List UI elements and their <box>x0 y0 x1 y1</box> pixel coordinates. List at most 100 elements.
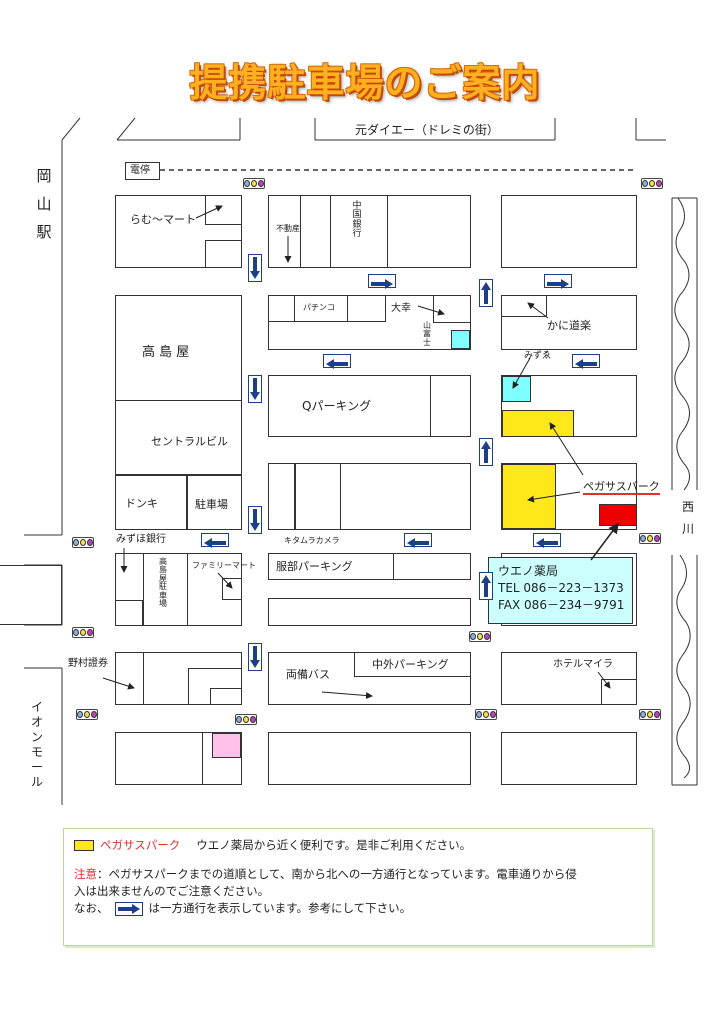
hotel-maira-label: ホテルマイラ <box>553 659 613 670</box>
one-way-arrow-icon <box>572 354 600 369</box>
caution-label: 注意 <box>74 867 97 881</box>
one-way-arrow-icon <box>114 901 143 916</box>
caution-line: 注意：ペガサスパークまでの道順として、南から北への一方通行となっています。電車通… <box>74 866 642 883</box>
fudosan-label: 不動産 <box>276 224 300 233</box>
sub-block <box>210 688 242 705</box>
sub-block <box>205 240 242 268</box>
chushajo-label: 駐車場 <box>195 498 228 511</box>
oneway-post: は一方通行を表示しています。参考にして下さい。 <box>148 901 412 915</box>
sub-block <box>115 475 187 530</box>
pharmacy-tel: TEL 086－223－1373 <box>498 581 624 595</box>
one-way-arrow-icon <box>404 533 432 548</box>
nishigawa-label: 西川 <box>681 496 695 540</box>
donki-label: ドンキ <box>125 497 158 510</box>
traffic-signal-icon <box>641 178 663 189</box>
one-way-arrow-icon <box>479 438 493 466</box>
traffic-signal-icon <box>76 709 98 720</box>
pointer-arrow-icon <box>597 671 611 689</box>
okayama-station-label: 岡山駅 <box>36 167 52 241</box>
densha-stop-box <box>125 162 160 180</box>
ramu-mart-label: らむ～マート <box>130 213 196 226</box>
block-row7-mid <box>268 732 471 785</box>
pointer-arrow-icon <box>321 691 373 700</box>
caution-text1: ：ペガサスパークまでの道順として、南から北への一方通行となっています。電車通りか… <box>97 867 577 881</box>
sub-block <box>430 375 471 437</box>
ryobi-bus-label: 両備バス <box>286 668 330 681</box>
pointer-arrow-icon <box>512 357 531 389</box>
block-left-1 <box>0 565 62 625</box>
legend-line: ペガサスパーク ウエノ薬局から近く便利です。是非ご利用ください。 <box>74 837 642 854</box>
traffic-signal-icon <box>72 627 94 638</box>
sub-block <box>115 600 143 626</box>
legend-swatch <box>74 840 94 851</box>
traffic-signal-icon <box>235 714 257 725</box>
one-way-arrow-icon <box>201 533 229 548</box>
mizuho-bank-label: みずほ銀行 <box>116 534 166 545</box>
legend-name: ペガサスパーク <box>100 838 181 852</box>
one-way-arrow-icon <box>248 643 262 671</box>
one-way-arrow-icon <box>479 279 493 307</box>
takashimaya-parking-label: 高島屋駐車場 <box>159 557 167 608</box>
pointer-arrows <box>102 205 619 700</box>
mizuho-cyan <box>502 376 531 402</box>
one-way-arrow-icon <box>248 254 262 282</box>
map: 元ダイエー（ドレミの街） 電停 岡山駅 らむ～マート 不動産 中国銀行 高 島 … <box>0 117 698 805</box>
block-ne-1 <box>501 195 637 268</box>
block-row5b <box>268 598 471 626</box>
one-way-arrow-icon <box>533 533 561 548</box>
daiko-label: 大幸 <box>391 303 411 314</box>
mizuho-top-label: みずゑ <box>524 351 552 361</box>
pink-box <box>212 733 241 758</box>
sub-block <box>115 400 242 475</box>
traffic-signal-icon <box>639 709 661 720</box>
block-row7-right <box>501 732 637 785</box>
pointer-arrow-icon <box>549 422 584 476</box>
sub-block <box>295 463 341 530</box>
caution-text2: 入は出来ませんのでご注意ください。 <box>74 884 270 898</box>
kitamura-camera-label: キタムラカメラ <box>284 536 340 545</box>
road-lines <box>24 117 698 805</box>
sub-block <box>330 195 388 268</box>
pointer-arrow-icon <box>527 491 581 503</box>
sub-block <box>501 295 547 317</box>
densha-stop-label: 電停 <box>130 165 150 176</box>
kanidouraku-label: かに道楽 <box>547 319 591 332</box>
pharmacy-fax: FAX 086－234－9791 <box>498 598 625 612</box>
pointer-arrow-icon <box>590 522 619 561</box>
pointer-arrow-icon <box>417 305 445 316</box>
traffic-signal-icon <box>475 709 497 720</box>
sub-block <box>187 475 242 530</box>
one-way-arrow-icon <box>544 274 572 289</box>
notes-box: ペガサスパーク ウエノ薬局から近く便利です。是非ご利用ください。 注意：ペガサス… <box>63 828 653 946</box>
pegasus-upper <box>502 410 574 437</box>
chugoku-bank-label: 中国銀行 <box>352 201 362 240</box>
pharmacy-callout: ウエノ薬局 TEL 086－223－1373 FAX 086－234－9791 <box>488 557 633 624</box>
one-way-arrow-icon <box>248 506 262 534</box>
sub-block <box>268 463 295 530</box>
sub-block <box>393 553 471 580</box>
sub-block <box>354 652 471 677</box>
spacer <box>74 854 642 866</box>
pointer-arrow-icon <box>217 572 233 589</box>
pointer-arrow-icon <box>195 205 223 219</box>
oneway-line: なお、 は一方通行を表示しています。参考にして下さい。 <box>74 900 642 917</box>
yamafuji-cyan <box>451 330 470 349</box>
family-mart-label: ファミリーマート <box>192 561 256 570</box>
one-way-arrow-icon <box>323 354 351 369</box>
pegasus-label: ペガサスパーク <box>583 480 660 495</box>
chugai-parking-label: 中外パーキング <box>372 658 449 671</box>
traffic-signal-icon <box>72 537 94 548</box>
pointer-arrow-icon <box>102 677 135 690</box>
sub-block <box>143 553 188 626</box>
hattori-parking-label: 服部パーキング <box>276 560 353 573</box>
legend-desc: ウエノ薬局から近く便利です。是非ご利用ください。 <box>196 838 472 852</box>
traffic-signal-icon <box>243 178 265 189</box>
yamafuji-label: 山富士 <box>423 321 431 347</box>
pointer-arrow-icon <box>527 302 549 319</box>
traffic-signal-icon <box>639 533 661 544</box>
page-title: 提携駐車場のご案内 <box>189 61 541 105</box>
traffic-signal-icon <box>469 631 491 642</box>
one-way-arrow-icon <box>248 375 262 403</box>
q-parking-label: Qパーキング <box>302 399 372 413</box>
oneway-pre: なお、 <box>74 901 109 915</box>
